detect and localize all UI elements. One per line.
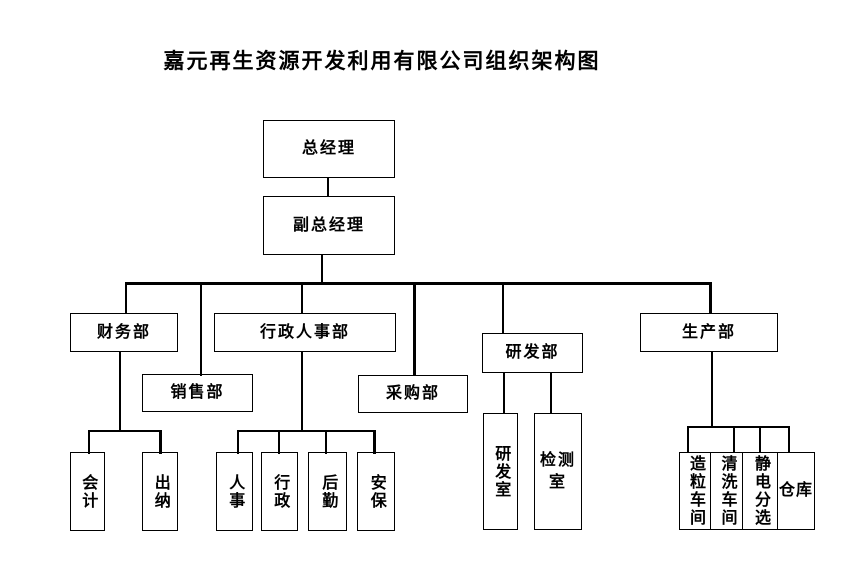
connector-line bbox=[326, 177, 329, 197]
connector-line bbox=[199, 282, 202, 376]
connector-line bbox=[300, 282, 303, 314]
connector-line bbox=[118, 351, 121, 431]
org-node-cashier: 出纳 bbox=[142, 452, 178, 531]
connector-line bbox=[277, 429, 280, 454]
org-node-admin-hr-dept: 行政人事部 bbox=[214, 313, 396, 352]
connector-line bbox=[501, 282, 504, 334]
org-node-admin: 行政 bbox=[261, 452, 298, 531]
org-node-rnd-dept: 研发部 bbox=[482, 333, 583, 373]
org-node-label: 会计 bbox=[79, 473, 97, 510]
org-node-label: 行政 bbox=[271, 473, 289, 510]
org-node-label: 造粒车间 bbox=[687, 455, 705, 527]
connector-line bbox=[686, 425, 689, 453]
org-node-label: 财务部 bbox=[96, 323, 151, 341]
org-node-label: 研发部 bbox=[505, 344, 560, 362]
org-node-hr: 人事 bbox=[216, 452, 253, 531]
org-node-rnd-room: 研发室 bbox=[483, 413, 518, 530]
org-node-production-dept: 生产部 bbox=[640, 313, 778, 352]
org-node-label: 检测室 bbox=[539, 451, 576, 491]
chart-title: 嘉元再生资源开发利用有限公司组织架构图 bbox=[163, 50, 601, 73]
connector-line bbox=[124, 282, 712, 285]
org-node-label: 后勤 bbox=[319, 473, 337, 510]
org-node-label: 静电分选 bbox=[752, 455, 770, 527]
org-node-logistics: 后勤 bbox=[308, 452, 347, 531]
org-node-label: 出纳 bbox=[151, 473, 169, 510]
connector-line bbox=[373, 429, 376, 454]
connector-line bbox=[413, 282, 416, 376]
org-node-label: 行政人事部 bbox=[259, 323, 350, 341]
org-node-deputy-general-manager: 副总经理 bbox=[263, 196, 395, 255]
connector-line bbox=[87, 429, 162, 432]
org-node-finance-dept: 财务部 bbox=[70, 313, 178, 352]
org-node-cleaning-workshop: 清洗车间 bbox=[710, 452, 744, 530]
org-node-label: 总经理 bbox=[301, 140, 356, 158]
org-node-label: 仓库 bbox=[778, 482, 813, 500]
org-node-label: 副总经理 bbox=[292, 216, 365, 234]
connector-line bbox=[236, 429, 376, 432]
org-node-label: 人事 bbox=[226, 473, 244, 510]
org-node-accounting: 会计 bbox=[70, 452, 105, 531]
connector-line bbox=[710, 351, 713, 427]
org-node-security: 安保 bbox=[357, 452, 395, 531]
connector-line bbox=[236, 429, 239, 454]
connector-line bbox=[324, 429, 327, 454]
connector-line bbox=[549, 372, 552, 414]
connector-line bbox=[87, 429, 90, 454]
org-node-general-manager: 总经理 bbox=[263, 120, 395, 178]
connector-line bbox=[787, 425, 790, 453]
org-node-label: 清洗车间 bbox=[718, 455, 736, 527]
connector-line bbox=[686, 425, 790, 428]
connector-line bbox=[758, 425, 761, 453]
org-node-testing-room: 检测室 bbox=[534, 413, 582, 530]
org-node-electrostatic-separation: 静电分选 bbox=[742, 452, 779, 530]
org-node-label: 安保 bbox=[367, 473, 385, 510]
org-node-granulation-workshop: 造粒车间 bbox=[679, 452, 712, 530]
org-node-sales-dept: 销售部 bbox=[142, 374, 253, 412]
org-node-label: 研发室 bbox=[492, 444, 510, 499]
connector-line bbox=[124, 282, 127, 314]
org-node-warehouse: 仓库 bbox=[777, 452, 815, 530]
connector-line bbox=[159, 429, 162, 454]
connector-line bbox=[502, 372, 505, 414]
connector-line bbox=[732, 425, 735, 453]
connector-line bbox=[709, 282, 712, 314]
org-node-label: 生产部 bbox=[681, 323, 736, 341]
connector-line bbox=[300, 351, 303, 431]
org-node-label: 采购部 bbox=[385, 385, 440, 403]
connector-line bbox=[320, 254, 323, 284]
org-node-label: 销售部 bbox=[170, 384, 225, 402]
org-node-purchasing-dept: 采购部 bbox=[358, 375, 468, 413]
